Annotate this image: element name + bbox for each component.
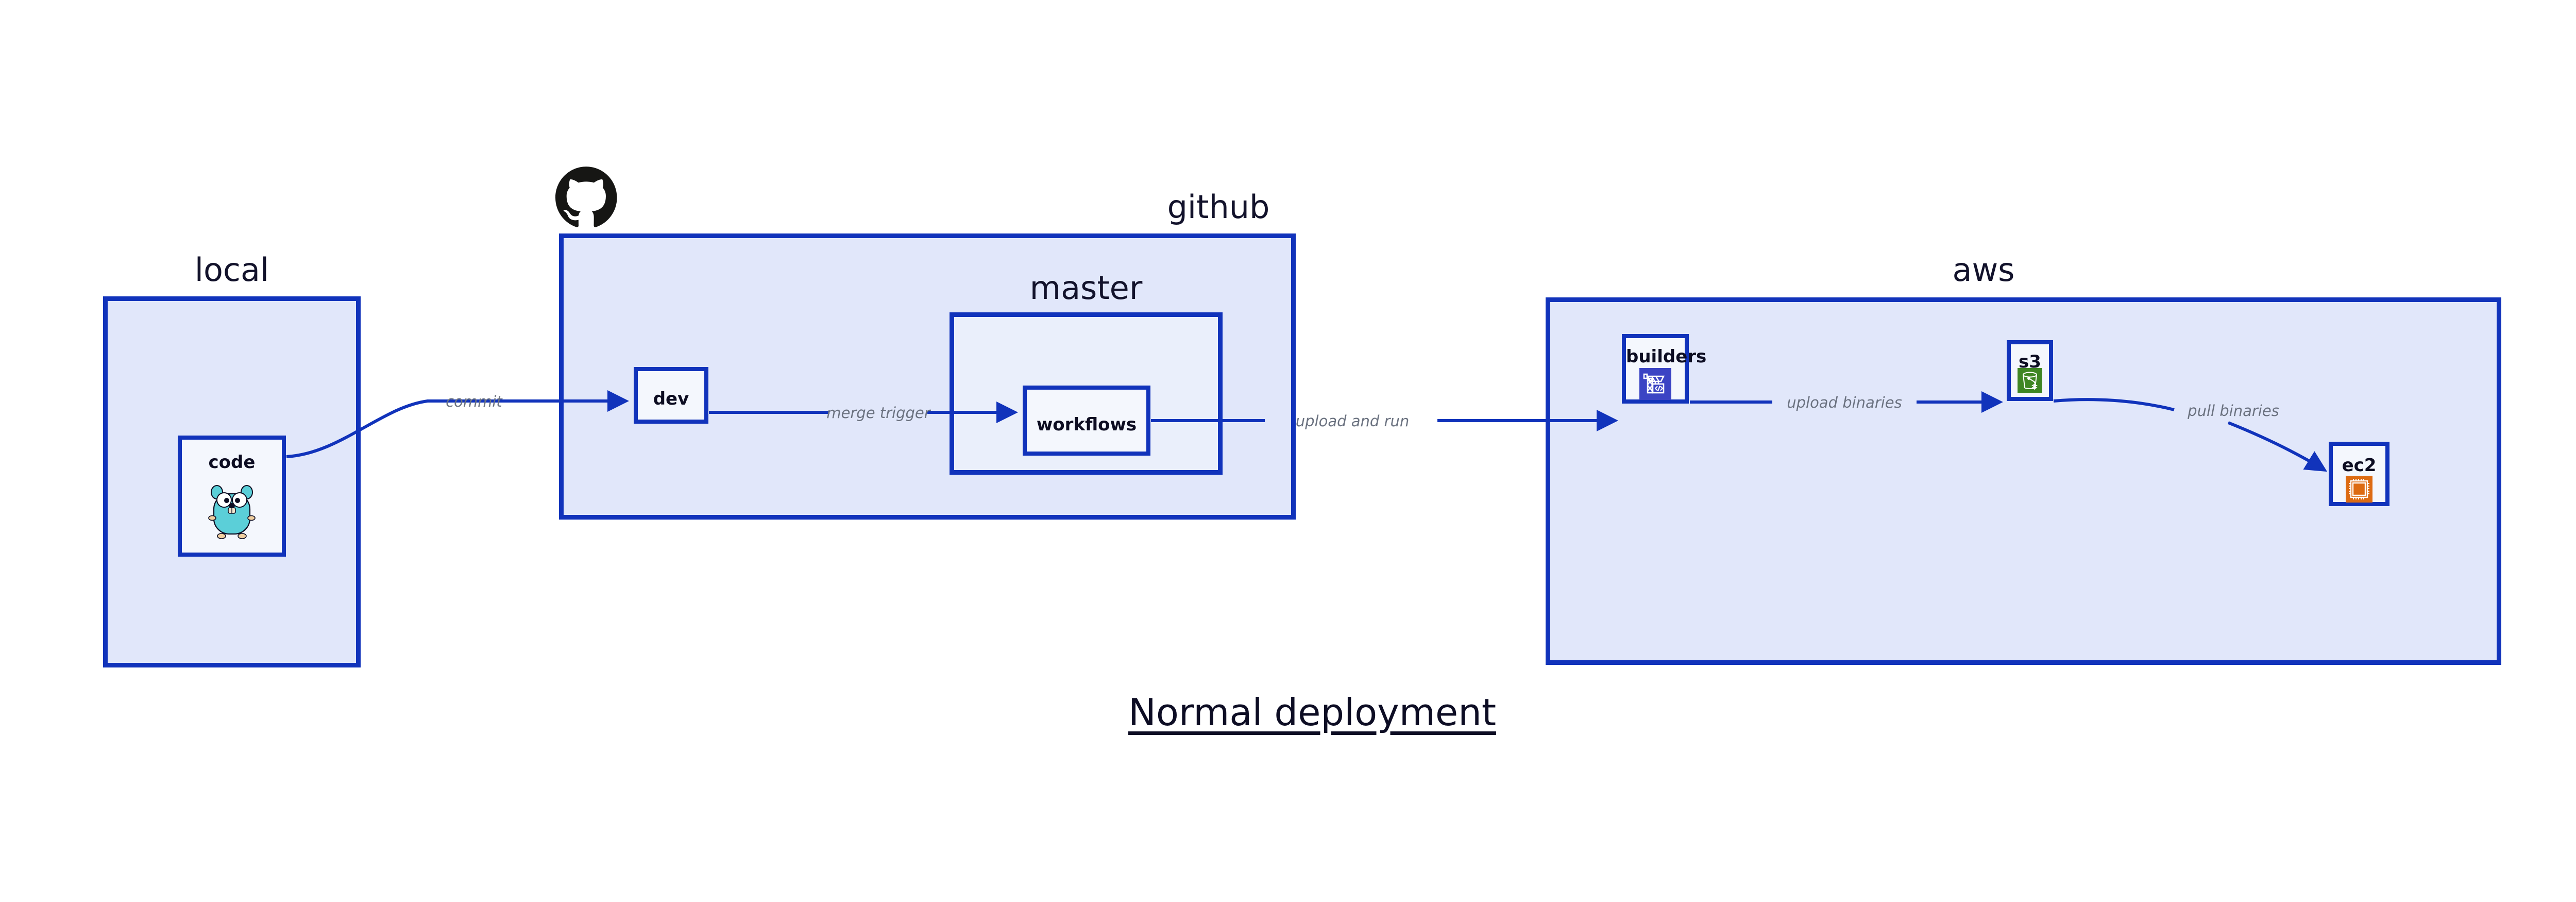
group-label-github: github xyxy=(1167,188,1270,226)
edge-label-upload-and-run: upload and run xyxy=(1295,412,1410,430)
github-mark-icon xyxy=(555,166,617,228)
edge-label-commit: commit xyxy=(446,393,502,410)
group-label-local: local xyxy=(194,251,269,289)
aws-s3-bucket-icon xyxy=(2018,368,2042,393)
node-label-builders: builders xyxy=(1626,346,1707,367)
aws-codebuild-icon xyxy=(1639,368,1671,400)
edge-label-merge-trigger: merge trigger xyxy=(826,404,930,422)
node-box-ec2[interactable]: ec2 xyxy=(2329,442,2389,506)
go-gopher-icon xyxy=(204,481,260,543)
edge-label-pull-binaries: pull binaries xyxy=(2188,402,2279,420)
node-box-s3[interactable]: s3 xyxy=(2007,340,2053,401)
node-label-workflows: workflows xyxy=(1036,414,1137,435)
node-label-ec2: ec2 xyxy=(2342,455,2377,476)
aws-ec2-chip-icon xyxy=(2346,476,2372,503)
group-label-aws: aws xyxy=(1952,251,2015,289)
edge-label-upload-binaries: upload binaries xyxy=(1787,394,1902,411)
diagram-title: Normal deployment xyxy=(1128,691,1497,734)
node-box-code[interactable]: code xyxy=(178,436,286,557)
node-box-dev[interactable]: dev xyxy=(634,367,708,424)
node-label-code: code xyxy=(208,452,256,473)
group-label-master: master xyxy=(1029,269,1143,307)
node-box-workflows[interactable]: workflows xyxy=(1023,386,1150,456)
node-label-dev: dev xyxy=(653,389,689,409)
node-box-builders[interactable]: builders xyxy=(1622,334,1707,404)
